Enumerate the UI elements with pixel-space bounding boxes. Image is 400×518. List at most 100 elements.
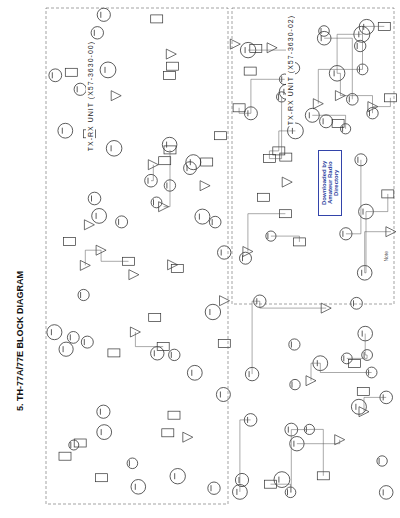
transistor-base	[84, 339, 85, 345]
transistor-base	[278, 477, 279, 483]
wire	[240, 420, 251, 492]
transistor-base	[342, 231, 343, 237]
transistor-base	[355, 404, 356, 410]
block-box	[357, 387, 369, 395]
wire	[251, 79, 285, 113]
transistor-symbol	[58, 123, 73, 138]
wire	[318, 69, 362, 103]
wire	[365, 212, 366, 273]
transistor-symbol	[151, 197, 162, 208]
transistor-base	[362, 331, 363, 337]
transistor-base	[309, 112, 310, 118]
transistor-symbol	[377, 456, 387, 466]
transistor-base	[321, 28, 322, 34]
amplifier-symbol	[183, 432, 193, 442]
amplifier-symbol	[84, 220, 94, 230]
wire	[365, 232, 391, 273]
block-box	[108, 349, 120, 357]
block-box	[257, 193, 269, 201]
wire	[311, 363, 320, 381]
block-box	[167, 62, 179, 70]
wire	[248, 214, 286, 252]
transistor-symbol	[359, 19, 374, 34]
wire	[324, 38, 352, 99]
transistor-base	[100, 12, 101, 18]
wire	[279, 131, 296, 151]
block-box	[96, 474, 108, 482]
transistor-base	[91, 196, 92, 202]
watermark-box: Downloaded by Amateur Radio Directory	[318, 150, 342, 216]
transistor-base	[239, 477, 240, 483]
transistor-symbol	[91, 27, 103, 39]
transistor-base	[357, 43, 358, 49]
transistor-symbol	[195, 209, 210, 224]
transistor-symbol	[169, 349, 180, 360]
wire	[248, 50, 287, 92]
transistor-base	[342, 126, 343, 132]
transistor-base	[166, 183, 167, 189]
transistor-symbol	[319, 26, 330, 37]
transistor-base	[343, 355, 344, 361]
transistor-base	[353, 300, 354, 306]
wire	[135, 332, 163, 347]
wire	[312, 115, 345, 129]
transistor-symbol	[59, 342, 73, 356]
block-box	[149, 314, 161, 322]
transistor-base	[101, 429, 102, 435]
transistor-base	[383, 489, 384, 495]
block-box	[218, 340, 230, 348]
transistor-base	[96, 213, 97, 219]
transistor-symbol	[205, 304, 220, 319]
transistor-base	[236, 489, 237, 495]
wire	[297, 440, 340, 444]
transistor-symbol	[184, 162, 197, 175]
wire	[363, 26, 385, 69]
transistor-base	[190, 159, 191, 165]
transistor-symbol	[274, 472, 290, 488]
amplifier-symbol	[200, 181, 210, 191]
transistor-base	[242, 255, 243, 261]
note-text: Note	[382, 250, 390, 263]
transistor-base	[153, 199, 154, 205]
wire	[271, 236, 300, 242]
transistor-symbol	[100, 62, 116, 78]
transistor-base	[100, 409, 101, 415]
amplifier-symbol	[129, 270, 139, 280]
transistor-base	[118, 219, 119, 225]
wire	[337, 73, 340, 95]
transistor-symbol	[355, 40, 366, 51]
transistor-base	[293, 441, 294, 447]
transistor-symbol	[67, 332, 79, 344]
wire	[366, 194, 388, 212]
transistor-base	[291, 342, 292, 348]
transistor-base	[363, 24, 364, 30]
amplifier-symbol	[267, 43, 277, 53]
transistor-symbol	[170, 469, 185, 484]
amplifier-symbol	[166, 49, 176, 59]
unit-outline	[46, 8, 228, 504]
block-box	[59, 452, 71, 460]
block-box	[159, 157, 171, 165]
transistor-base	[52, 72, 53, 78]
wire	[365, 334, 367, 355]
transistor-base	[288, 427, 289, 433]
amplifier-symbol	[111, 91, 121, 101]
transistor-base	[171, 352, 172, 358]
transistor-base	[361, 270, 362, 276]
transistor-base	[221, 250, 222, 256]
transistor-base	[80, 292, 81, 298]
transistor-base	[212, 219, 213, 225]
wire	[269, 97, 281, 159]
transistor-symbol	[209, 216, 221, 228]
watermark-text: Downloaded by Amateur Radio Directory	[321, 154, 339, 212]
transistor-symbol	[47, 325, 62, 340]
transistor-base	[129, 460, 130, 466]
transistor-base	[51, 329, 52, 335]
block-box	[250, 44, 262, 52]
unit-label: TX-RX UNIT (X57-3630-02)	[286, 14, 295, 126]
transistor-base	[267, 233, 268, 239]
transistor-base	[220, 392, 221, 398]
wire	[347, 355, 367, 358]
